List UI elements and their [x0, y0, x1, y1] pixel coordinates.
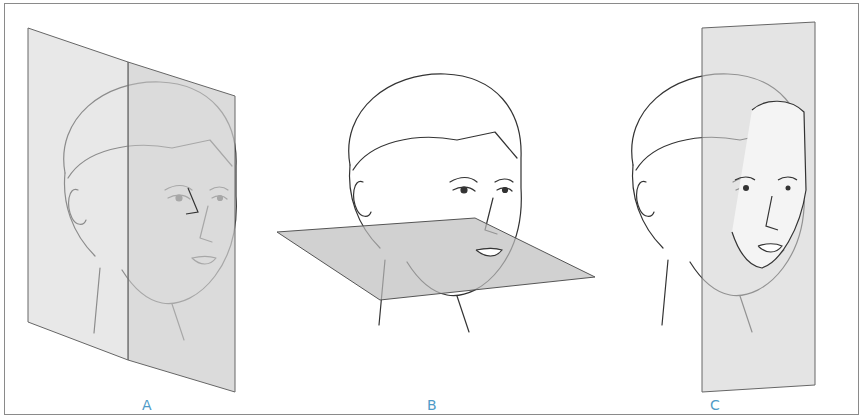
frame-border [5, 4, 859, 415]
panel-letter: C [710, 398, 720, 412]
head-frontal [632, 22, 815, 392]
head-sagittal [28, 28, 236, 392]
panel-letter: B [427, 398, 437, 412]
head-transverse [277, 74, 595, 332]
panel-letter: A [142, 398, 152, 412]
